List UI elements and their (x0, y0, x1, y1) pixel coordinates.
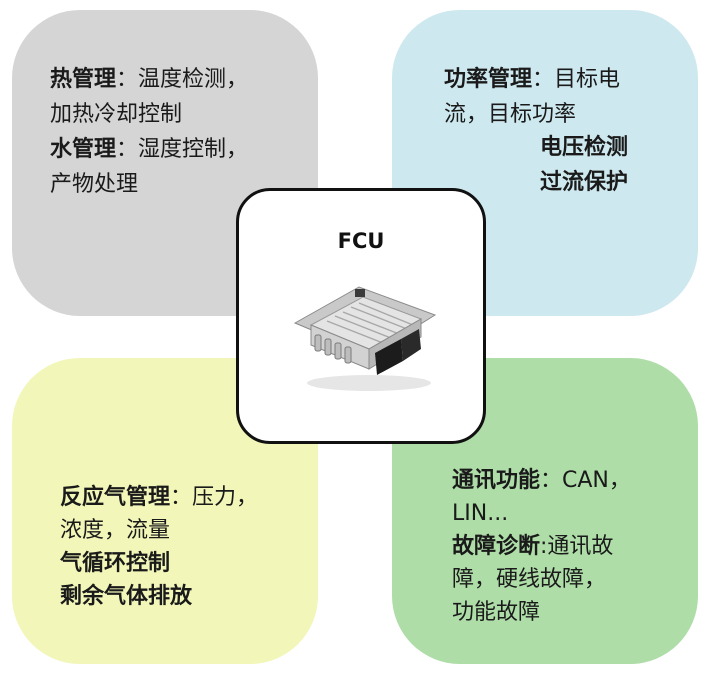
communication-line: 通讯功能：CAN， (452, 463, 631, 498)
overcurrent-protection-label: 过流保护 (540, 170, 629, 195)
ecu-controller-icon (293, 286, 437, 391)
reactant-gas-label: 反应气管理 (60, 485, 171, 510)
fault-diagnosis-desc: :通讯故 (540, 534, 614, 559)
power-management-line: 功率管理：目标电 (444, 62, 620, 97)
water-management-desc: ：湿度控制， (116, 137, 249, 162)
fault-diagnosis-label: 故障诊断 (452, 534, 541, 559)
voltage-detection-label: 电压检测 (540, 135, 629, 160)
water-management-label: 水管理 (50, 137, 117, 162)
thermal-management-label: 热管理 (50, 67, 117, 92)
communication-label: 通讯功能 (452, 468, 541, 493)
water-management-line: 水管理：湿度控制， (50, 132, 248, 167)
fault-diagnosis-desc-cont: 障，硬线故障， (452, 567, 607, 592)
fault-diagnosis-desc-end: 功能故障 (452, 600, 541, 625)
power-management-desc-cont: 流，目标功率 (444, 102, 577, 127)
fault-diagnosis-line: 故障诊断:通讯故 (452, 529, 613, 564)
communication-desc: ：CAN， (540, 468, 631, 493)
reactant-gas-line: 反应气管理：压力， (60, 480, 258, 515)
power-management-label: 功率管理 (444, 67, 533, 92)
residual-gas-discharge-label: 剩余气体排放 (60, 584, 193, 609)
thermal-management-line: 热管理：温度检测， (50, 62, 248, 97)
thermal-management-desc: ：温度检测， (116, 67, 249, 92)
water-management-desc-cont: 产物处理 (50, 172, 139, 197)
communication-desc-cont: LIN... (452, 501, 509, 526)
power-management-desc: ：目标电 (532, 67, 621, 92)
gas-circulation-control-label: 气循环控制 (60, 551, 171, 576)
fcu-title: FCU (337, 229, 385, 253)
thermal-management-desc-cont: 加热冷却控制 (50, 102, 183, 127)
reactant-gas-desc-cont: 浓度，流量 (60, 518, 171, 543)
reactant-gas-desc: ：压力， (170, 485, 259, 510)
fcu-center-box: FCU (236, 188, 486, 444)
